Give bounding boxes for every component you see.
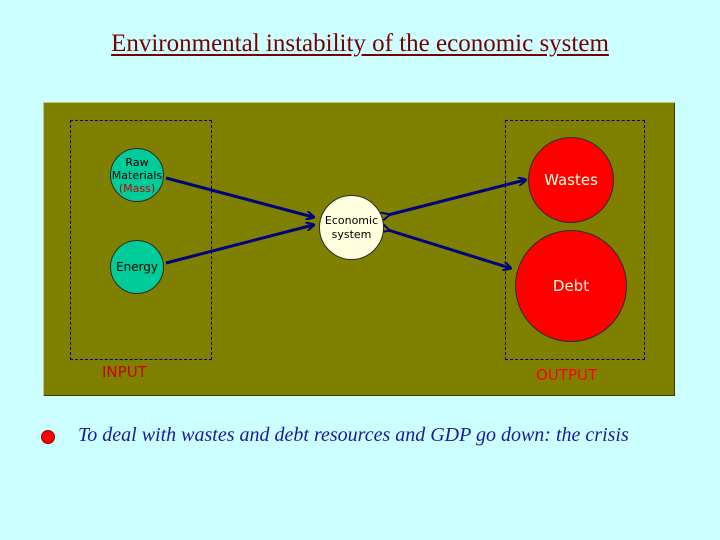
raw-materials-node: Raw Materials (Mass) (110, 148, 164, 202)
energy-label: Energy (115, 260, 158, 274)
input-box (70, 120, 212, 360)
bullet-icon (41, 430, 55, 444)
debt-node: Debt (515, 230, 627, 342)
arrow-econ-wastes (388, 180, 525, 215)
wastes-node: Wastes (528, 137, 614, 223)
raw-materials-label-1: Raw (125, 155, 149, 169)
input-label: INPUT (102, 363, 147, 381)
debt-label: Debt (552, 277, 590, 295)
arrow-energy-to-econ (165, 225, 313, 265)
arrow-econ-debt (388, 230, 510, 268)
arrow-raw-to-econ (165, 176, 313, 217)
raw-materials-label-2: Materials (111, 168, 163, 182)
economic-system-node: Economic system (319, 195, 384, 260)
economic-system-label-2: system (331, 227, 372, 241)
wastes-label: Wastes (544, 171, 598, 189)
economic-system-label-1: Economic (324, 213, 379, 227)
raw-materials-label-3: (Mass) (118, 181, 156, 195)
crisis-note: To deal with wastes and debt resources a… (78, 424, 629, 446)
output-label: OUTPUT (536, 366, 598, 384)
energy-node: Energy (110, 240, 164, 294)
slide-title: Environmental instability of the economi… (111, 30, 609, 57)
